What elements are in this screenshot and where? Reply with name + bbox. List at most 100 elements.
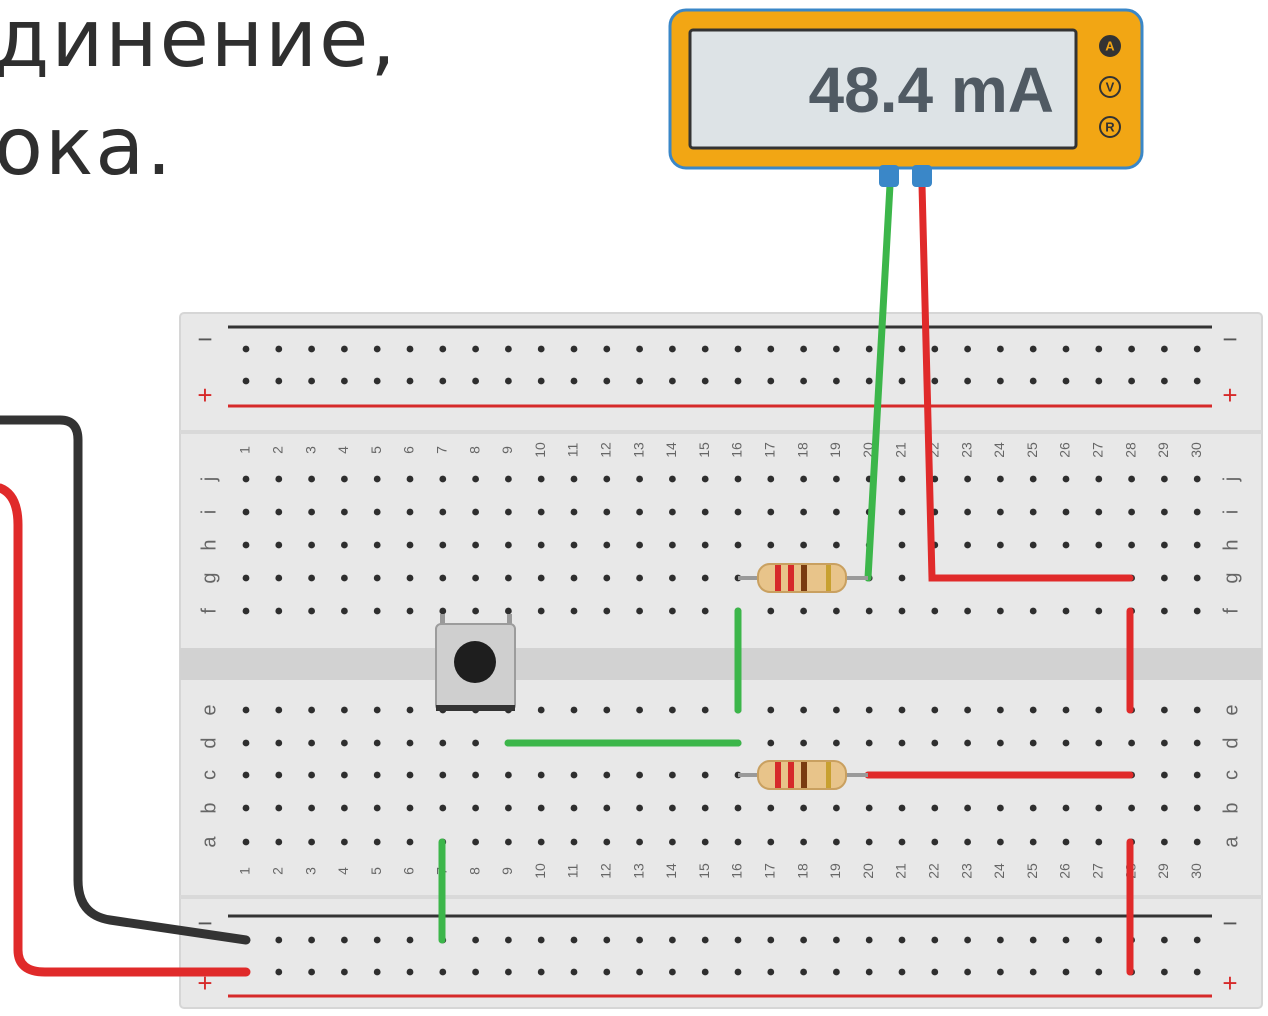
hole-h30[interactable] [1193,541,1201,549]
rail-hole-top-plus[interactable] [997,377,1004,385]
hole-a24[interactable] [997,838,1004,846]
rail-hole-top-plus[interactable] [898,377,906,385]
hole-c7[interactable] [439,771,447,779]
hole-i24[interactable] [997,508,1004,516]
rail-hole-top-plus[interactable] [242,377,250,385]
hole-h12[interactable] [603,541,611,549]
resistor-2[interactable] [738,760,868,790]
hole-j16[interactable] [734,475,742,483]
hole-a3[interactable] [308,838,315,846]
hole-b26[interactable] [1062,804,1070,812]
hole-f12[interactable] [603,607,611,615]
hole-a12[interactable] [603,838,611,846]
hole-a29[interactable] [1161,838,1168,846]
hole-a21[interactable] [898,838,906,846]
hole-b1[interactable] [242,804,250,812]
hole-g2[interactable] [275,574,283,582]
rail-hole-top-plus[interactable] [472,377,479,385]
rail-hole-bottom-plus[interactable] [439,968,447,976]
hole-b4[interactable] [341,804,348,812]
hole-h13[interactable] [636,541,643,549]
hole-b6[interactable] [406,804,414,812]
hole-j9[interactable] [505,475,512,483]
hole-b17[interactable] [767,804,775,812]
hole-b18[interactable] [800,804,807,812]
rail-hole-bottom-minus[interactable] [669,936,676,944]
rail-hole-bottom-plus[interactable] [734,968,742,976]
rail-hole-bottom-minus[interactable] [964,936,971,944]
hole-i8[interactable] [472,508,479,516]
hole-e26[interactable] [1062,706,1070,714]
hole-j27[interactable] [1095,475,1103,483]
hole-f17[interactable] [767,607,775,615]
hole-a18[interactable] [800,838,807,846]
breadboard-holes[interactable] [242,345,1201,976]
hole-j6[interactable] [406,475,414,483]
hole-a20[interactable] [865,838,873,846]
rail-hole-bottom-plus[interactable] [275,968,283,976]
hole-c10[interactable] [537,771,545,779]
hole-h16[interactable] [734,541,742,549]
rail-hole-top-minus[interactable] [406,345,414,353]
hole-i19[interactable] [833,508,840,516]
multimeter-red-probe-wire[interactable] [918,181,1134,582]
rail-hole-bottom-plus[interactable] [1062,968,1070,976]
hole-j22[interactable] [931,475,939,483]
rail-hole-top-minus[interactable] [1128,345,1135,353]
rail-hole-bottom-minus[interactable] [1193,936,1201,944]
rail-hole-top-plus[interactable] [1095,377,1103,385]
hole-i14[interactable] [669,508,676,516]
hole-j14[interactable] [669,475,676,483]
hole-i12[interactable] [603,508,611,516]
rail-hole-bottom-plus[interactable] [406,968,414,976]
hole-f4[interactable] [341,607,348,615]
rail-hole-top-plus[interactable] [373,377,381,385]
hole-b8[interactable] [472,804,479,812]
rail-hole-bottom-plus[interactable] [767,968,775,976]
rail-hole-bottom-plus[interactable] [1095,968,1103,976]
hole-e12[interactable] [603,706,611,714]
rail-hole-top-minus[interactable] [341,345,348,353]
hole-j26[interactable] [1062,475,1070,483]
hole-b20[interactable] [865,804,873,812]
rail-hole-bottom-plus[interactable] [833,968,840,976]
hole-f8[interactable] [472,607,479,615]
rail-hole-bottom-minus[interactable] [1095,936,1103,944]
hole-i27[interactable] [1095,508,1103,516]
rail-hole-top-plus[interactable] [1193,377,1201,385]
rail-hole-bottom-minus[interactable] [570,936,578,944]
rail-hole-top-plus[interactable] [636,377,643,385]
hole-f27[interactable] [1095,607,1103,615]
hole-g6[interactable] [406,574,414,582]
hole-j28[interactable] [1128,475,1135,483]
hole-f22[interactable] [931,607,939,615]
rail-hole-top-plus[interactable] [439,377,447,385]
rail-hole-top-plus[interactable] [800,377,807,385]
hole-a14[interactable] [669,838,676,846]
hole-a1[interactable] [242,838,250,846]
rail-hole-top-plus[interactable] [275,377,283,385]
rail-hole-bottom-minus[interactable] [373,936,381,944]
hole-b12[interactable] [603,804,611,812]
rail-hole-top-minus[interactable] [439,345,447,353]
hole-h8[interactable] [472,541,479,549]
hole-a19[interactable] [833,838,840,846]
hole-b27[interactable] [1095,804,1103,812]
hole-d4[interactable] [341,739,348,747]
rail-hole-bottom-plus[interactable] [472,968,479,976]
hole-c12[interactable] [603,771,611,779]
hole-j7[interactable] [439,475,447,483]
hole-d2[interactable] [275,739,283,747]
hole-b28[interactable] [1128,804,1135,812]
rail-hole-top-minus[interactable] [1193,345,1201,353]
rail-hole-bottom-plus[interactable] [505,968,512,976]
rail-hole-bottom-plus[interactable] [669,968,676,976]
rail-hole-bottom-plus[interactable] [865,968,873,976]
rail-hole-bottom-plus[interactable] [537,968,545,976]
hole-i28[interactable] [1128,508,1135,516]
rail-hole-top-minus[interactable] [308,345,315,353]
hole-d20[interactable] [865,739,873,747]
multimeter-mode-v[interactable]: V [1099,76,1121,98]
hole-h11[interactable] [570,541,578,549]
